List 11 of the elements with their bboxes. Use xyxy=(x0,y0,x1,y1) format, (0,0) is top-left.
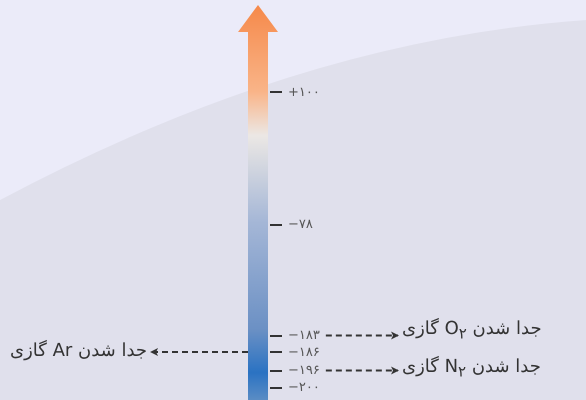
dashed-arrow xyxy=(326,332,399,340)
tick-label: −۱۸۳ xyxy=(288,329,320,342)
gas-label: جدا شدن Ar گازی xyxy=(10,342,148,360)
tick-label: +۱۰۰ xyxy=(288,86,320,99)
tick-label: −۱۹۶ xyxy=(288,364,320,377)
tick-label: −۱۸۶ xyxy=(288,346,320,359)
dashed-arrow xyxy=(150,348,248,356)
dashed-arrow xyxy=(326,366,399,374)
thermometer-scale-bar xyxy=(238,5,278,400)
tick-label: −۲۰۰ xyxy=(288,381,320,394)
tick-label: −۷۸ xyxy=(288,218,313,231)
